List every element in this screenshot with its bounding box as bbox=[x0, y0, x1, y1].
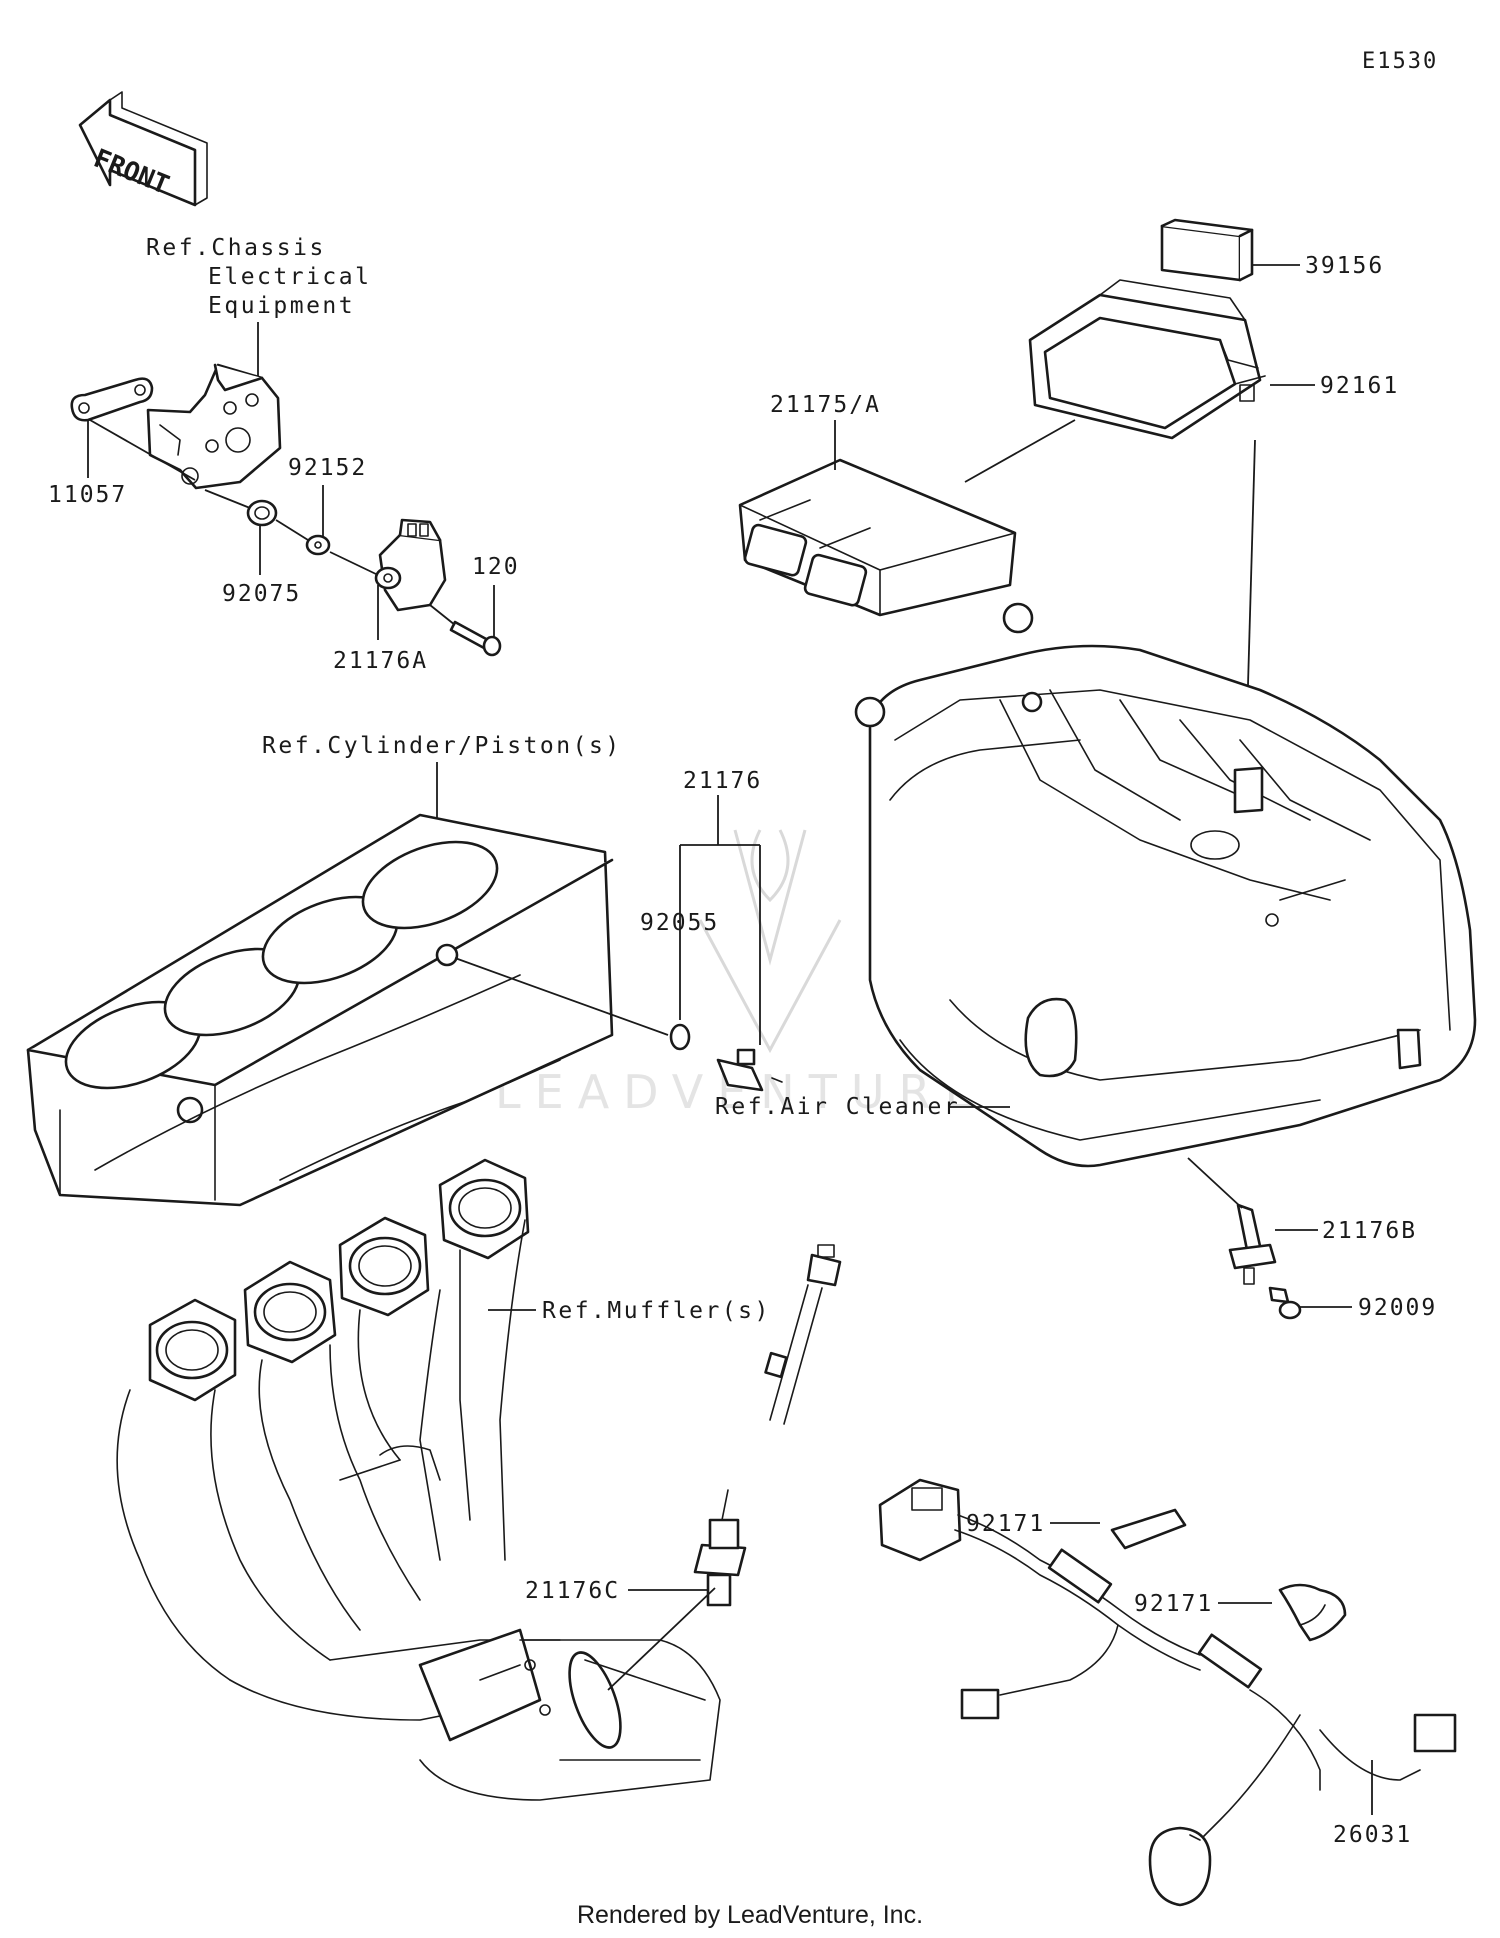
air-cleaner-housing bbox=[854, 602, 1477, 1168]
label-92009: 92009 bbox=[1358, 1295, 1437, 1321]
collar-92152 bbox=[305, 534, 331, 556]
exhaust-manifold bbox=[116, 1158, 721, 1801]
label-92171-upper: 92171 bbox=[966, 1511, 1045, 1537]
bracket-plate-11057 bbox=[70, 377, 154, 422]
label-21176A: 21176A bbox=[333, 648, 428, 674]
label-21175A: 21175/A bbox=[770, 392, 881, 418]
temperature-sensor-21176 bbox=[716, 1048, 783, 1092]
wiring-harness-26031 bbox=[878, 1478, 1457, 1907]
cover-39156 bbox=[1160, 218, 1254, 282]
ref-air-cleaner: Ref.Air Cleaner bbox=[715, 1094, 960, 1120]
ecu-case-92161 bbox=[1028, 279, 1266, 440]
label-11057: 11057 bbox=[48, 482, 127, 508]
grommet-92075 bbox=[246, 499, 278, 527]
label-120: 120 bbox=[472, 554, 520, 580]
ref-chassis-line2: Electrical bbox=[208, 264, 371, 290]
front-arrow-icon: FRONT bbox=[78, 91, 208, 207]
label-21176: 21176 bbox=[683, 768, 762, 794]
diagram-id: E1530 bbox=[1362, 49, 1438, 74]
clamp-92171-upper bbox=[1110, 1508, 1187, 1550]
label-21176B: 21176B bbox=[1322, 1218, 1417, 1244]
label-39156: 39156 bbox=[1305, 253, 1384, 279]
label-92161: 92161 bbox=[1320, 373, 1399, 399]
label-92171-lower: 92171 bbox=[1134, 1591, 1213, 1617]
ref-cylinder: Ref.Cylinder/Piston(s) bbox=[262, 733, 622, 759]
o-ring-92055 bbox=[669, 1023, 691, 1051]
ref-chassis-line3: Equipment bbox=[208, 293, 355, 319]
mounting-bracket bbox=[146, 363, 282, 490]
ref-muffler: Ref.Muffler(s) bbox=[542, 1298, 771, 1324]
sensor-21176A bbox=[374, 518, 447, 612]
label-26031: 26031 bbox=[1333, 1822, 1412, 1848]
clamp-92171-lower bbox=[1278, 1583, 1347, 1642]
screw-92009 bbox=[1268, 1286, 1302, 1320]
oxygen-sensor-21176C bbox=[693, 1244, 842, 1607]
footer-credit: Rendered by LeadVenture, Inc. bbox=[577, 1901, 923, 1929]
label-92152: 92152 bbox=[288, 455, 367, 481]
cylinder-block bbox=[26, 813, 614, 1207]
label-92075: 92075 bbox=[222, 581, 301, 607]
ecu-21175A bbox=[738, 458, 1017, 617]
sensor-21176B bbox=[1228, 1203, 1277, 1285]
ref-chassis-line1: Ref.Chassis bbox=[146, 235, 326, 261]
bolt-120 bbox=[449, 620, 502, 657]
label-21176C: 21176C bbox=[525, 1578, 620, 1604]
label-92055: 92055 bbox=[640, 910, 719, 936]
